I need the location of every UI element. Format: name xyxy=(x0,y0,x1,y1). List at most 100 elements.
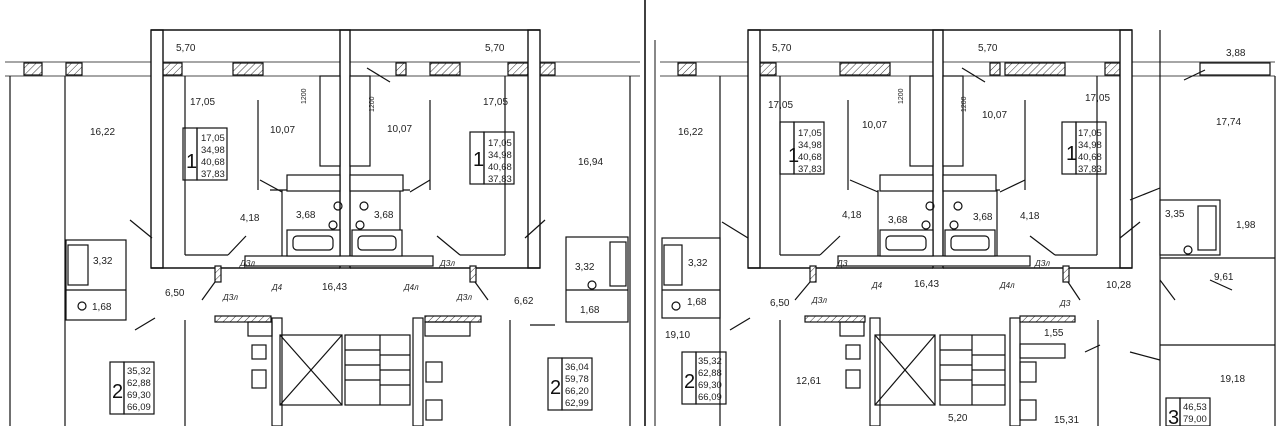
dimension-label: 1200 xyxy=(961,96,968,112)
area-label: 3,32 xyxy=(575,262,595,273)
dimension-label: 1200 xyxy=(898,88,905,104)
door-label: ДЗ xyxy=(836,259,848,268)
area-label: 9,61 xyxy=(1214,272,1234,283)
room-count: 1 xyxy=(788,145,799,167)
apartment-area: 62,99 xyxy=(565,398,589,409)
area-label: 17,05 xyxy=(768,100,793,111)
area-label: 4,18 xyxy=(1020,211,1040,222)
left-plan-labels: 5,70 5,70 17,05 17,05 10,07 10,07 16,22 … xyxy=(90,43,603,413)
window xyxy=(539,62,556,76)
area-label: 16,22 xyxy=(678,127,703,138)
area-label: 3,68 xyxy=(973,212,993,223)
right-plan-labels: 5,70 5,70 3,88 17,05 17,05 10,07 10,07 1… xyxy=(665,43,1256,426)
window xyxy=(23,62,43,76)
area-label: 17,05 xyxy=(1085,93,1110,104)
apartment-area: 40,68 xyxy=(488,162,512,173)
door-label: ДЗл xyxy=(439,259,455,268)
area-label: 17,05 xyxy=(190,97,215,108)
area-label: 16,94 xyxy=(578,157,603,168)
door-label: ДЗ xyxy=(1059,299,1071,308)
room-count: 3 xyxy=(1168,407,1179,426)
apartment-area: 79,00 xyxy=(1183,414,1207,425)
area-label: 5,70 xyxy=(772,43,792,54)
room-count: 1 xyxy=(473,149,484,171)
area-label: 3,35 xyxy=(1165,209,1185,220)
apartment-area: 66,20 xyxy=(565,386,589,397)
room-count: 1 xyxy=(1066,143,1077,165)
area-label: 16,43 xyxy=(322,282,347,293)
area-label: 3,68 xyxy=(374,210,394,221)
area-label: 4,18 xyxy=(842,210,862,221)
apartment-area: 37,83 xyxy=(798,164,822,175)
dimension-label: 1200 xyxy=(301,88,308,104)
window xyxy=(507,62,529,76)
apartment-area: 17,05 xyxy=(201,133,225,144)
area-label: 3,68 xyxy=(296,210,316,221)
window xyxy=(232,62,264,76)
room-count: 2 xyxy=(112,381,123,403)
area-label: 3,88 xyxy=(1226,48,1246,59)
window xyxy=(677,62,697,76)
window xyxy=(757,62,777,76)
area-label: 3,32 xyxy=(688,258,708,269)
area-label: 6,50 xyxy=(165,288,185,299)
area-label: 10,07 xyxy=(270,125,295,136)
door-label: Д4л xyxy=(999,281,1015,290)
window xyxy=(989,62,1001,76)
apartment-area: 17,05 xyxy=(488,138,512,149)
area-label: 1,68 xyxy=(580,305,600,316)
apartment-area: 36,04 xyxy=(565,362,589,373)
area-label: 1,55 xyxy=(1044,328,1064,339)
door-label: Д4л xyxy=(403,283,419,292)
window xyxy=(161,62,183,76)
door-label: Д4 xyxy=(871,281,883,290)
area-label: 10,07 xyxy=(387,124,412,135)
area-label: 1,68 xyxy=(92,302,112,313)
apartment-area: 34,98 xyxy=(1078,140,1102,151)
door-label: Д4 xyxy=(271,283,283,292)
door-label: ДЗл xyxy=(1034,259,1050,268)
apartment-area: 34,98 xyxy=(488,150,512,161)
apartment-area: 62,88 xyxy=(127,378,151,389)
left-plan xyxy=(5,0,656,426)
window xyxy=(839,62,891,76)
window xyxy=(1004,62,1066,76)
area-label: 3,68 xyxy=(888,215,908,226)
area-label: 5,20 xyxy=(948,413,968,424)
apartment-area: 34,98 xyxy=(798,140,822,151)
area-label: 10,07 xyxy=(862,120,887,131)
area-label: 19,10 xyxy=(665,330,690,341)
area-label: 19,18 xyxy=(1220,374,1245,385)
window xyxy=(395,62,407,76)
apartment-area: 17,05 xyxy=(798,128,822,139)
apartment-area: 37,83 xyxy=(1078,164,1102,175)
apartment-area: 35,32 xyxy=(127,366,151,377)
apartment-area: 37,83 xyxy=(488,174,512,185)
door-label: ДЗл xyxy=(456,293,472,302)
dimension-label: 1200 xyxy=(369,96,376,112)
area-label: 3,32 xyxy=(93,256,113,267)
apartment-area: 40,68 xyxy=(798,152,822,163)
area-label: 16,22 xyxy=(90,127,115,138)
area-label: 5,70 xyxy=(485,43,505,54)
apartment-area: 46,53 xyxy=(1183,402,1207,413)
apartment-area: 40,68 xyxy=(1078,152,1102,163)
window xyxy=(65,62,83,76)
area-label: 17,74 xyxy=(1216,117,1241,128)
door-label: ДЗл xyxy=(811,296,827,305)
apartment-area: 34,98 xyxy=(201,145,225,156)
area-label: 5,70 xyxy=(176,43,196,54)
apartment-area: 66,09 xyxy=(127,402,151,413)
area-label: 15,31 xyxy=(1054,415,1079,426)
area-label: 10,07 xyxy=(982,110,1007,121)
area-label: 16,43 xyxy=(914,279,939,290)
apartment-area: 17,05 xyxy=(1078,128,1102,139)
room-count: 2 xyxy=(684,371,695,393)
door-label: ДЗл xyxy=(222,293,238,302)
apartment-area: 62,88 xyxy=(698,368,722,379)
apartment-area: 37,83 xyxy=(201,169,225,180)
apartment-area: 69,30 xyxy=(698,380,722,391)
area-label: 10,28 xyxy=(1106,280,1131,291)
area-label: 12,61 xyxy=(796,376,821,387)
